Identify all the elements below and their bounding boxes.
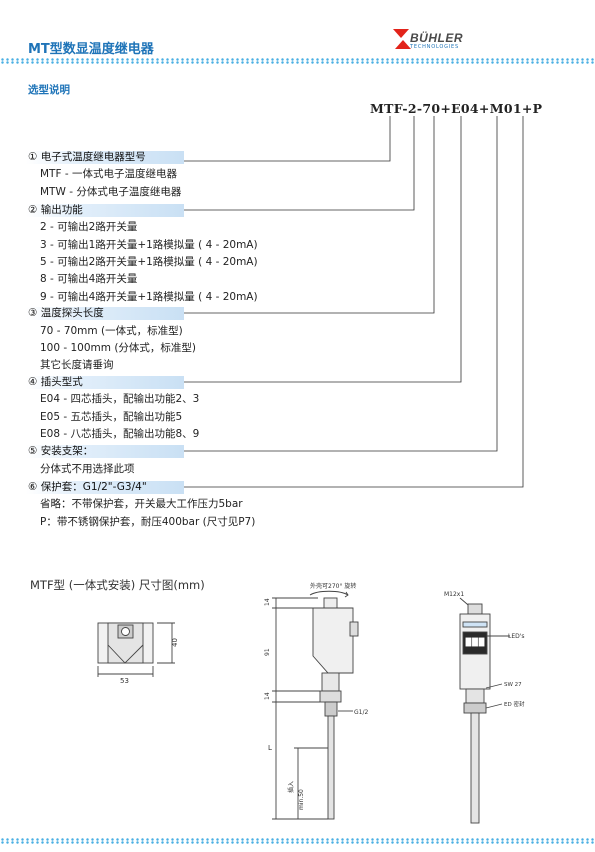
insert-min-label: min.50 — [298, 789, 305, 810]
option-item: 2 - 可输出2路开关量 — [40, 221, 138, 233]
option-item: E05 - 五芯插头，配输出功能5 — [40, 411, 183, 423]
insert-label: 插入 — [287, 781, 295, 793]
side-view-drawing: 外壳可270° 旋转 14 91 14 L G1/2 插入 min.50 — [264, 582, 368, 820]
option-item: 5 - 可输出2路开关量+1路模拟量 ( 4 - 20mA) — [40, 256, 258, 268]
logo-text: BÜHLER — [410, 31, 463, 45]
footer-dotted-rule — [0, 838, 595, 844]
dim-91: 91 — [264, 648, 271, 656]
page-title: MT型数显温度继电器 — [28, 42, 154, 57]
logo-mark-icon — [393, 29, 411, 49]
thread-label: G1/2 — [354, 709, 368, 716]
front-view-drawing: M12x1 LED's SW 27 ED 密封 — [444, 591, 525, 824]
logo-subtext: TECHNOLOGIES — [410, 44, 459, 50]
m12-label: M12x1 — [444, 591, 464, 598]
rotate-note: 外壳可270° 旋转 — [310, 582, 356, 590]
code-connector-lines — [182, 116, 524, 488]
dim-L: L — [268, 744, 272, 752]
option-item: MTW - 分体式电子温度继电器 — [40, 186, 182, 198]
option-head-output: ② 输出功能 — [26, 204, 184, 217]
option-item: 分体式不用选择此项 — [40, 463, 135, 475]
section-title: 选型说明 — [28, 84, 70, 96]
sw-label: SW 27 — [504, 682, 522, 688]
top-view-drawing: 40 53 — [97, 622, 179, 685]
dim-40: 40 — [171, 638, 179, 647]
option-head-bracket: ⑤ 安装支架： — [26, 445, 184, 458]
option-item: 9 - 可输出4路开关量+1路模拟量 ( 4 - 20mA) — [40, 291, 258, 303]
drawing-title: MTF型 (一体式安装) 尺寸图(mm) — [30, 578, 205, 592]
option-item: 70 - 70mm (一体式，标准型) — [40, 325, 183, 337]
option-head-plug: ④ 插头型式 — [26, 376, 184, 389]
option-item: 省略：不带保护套，开关最大工作压力5bar — [40, 498, 243, 510]
option-item: E04 - 四芯插头，配输出功能2、3 — [40, 393, 200, 405]
option-head-probe-length: ③ 温度探头长度 — [26, 307, 184, 320]
option-head-model: ① 电子式温度继电器型号 — [26, 151, 184, 164]
dim-14-mid: 14 — [264, 692, 271, 700]
option-item: 8 - 可输出4路开关量 — [40, 273, 138, 285]
dim-53: 53 — [120, 677, 129, 685]
ed-label: ED 密封 — [504, 700, 525, 708]
option-item: E08 - 八芯插头，配输出功能8、9 — [40, 428, 200, 440]
option-item: 100 - 100mm (分体式，标准型) — [40, 342, 197, 354]
option-head-sleeve: ⑥ 保护套：G1/2"-G3/4" — [26, 481, 184, 494]
model-code: MTF-2-70+E04+M01+P — [370, 101, 543, 116]
option-item: MTF - 一体式电子温度继电器 — [40, 168, 177, 180]
buhler-logo — [392, 28, 472, 52]
header-dotted-rule — [0, 58, 595, 64]
dim-14-top: 14 — [264, 598, 271, 606]
option-item: P：带不锈钢保护套，耐压400bar (尺寸见P7) — [40, 516, 256, 528]
option-item: 其它长度请垂询 — [40, 359, 114, 371]
option-item: 3 - 可输出1路开关量+1路模拟量 ( 4 - 20mA) — [40, 239, 258, 251]
leds-label: LED's — [508, 633, 525, 640]
